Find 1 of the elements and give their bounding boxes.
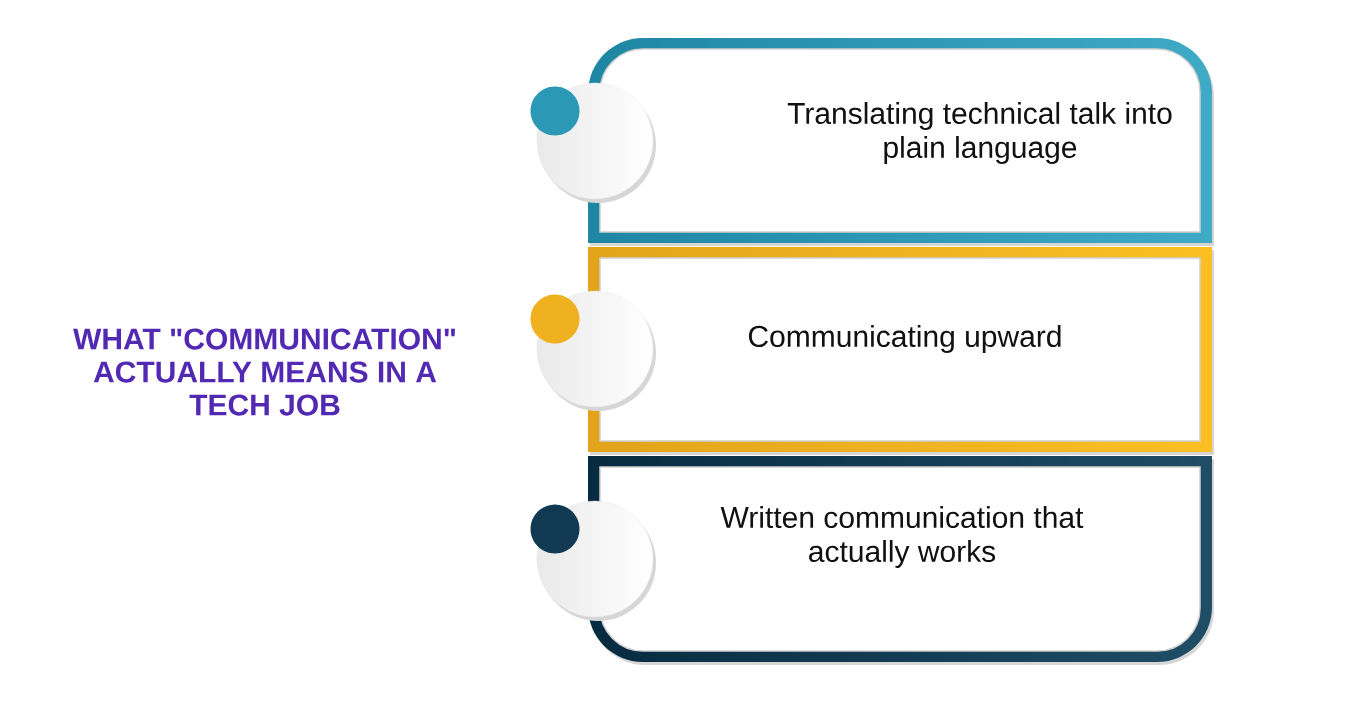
title: WHAT "COMMUNICATION" ACTUALLY MEANS IN A TECH JOB (73, 328, 455, 416)
